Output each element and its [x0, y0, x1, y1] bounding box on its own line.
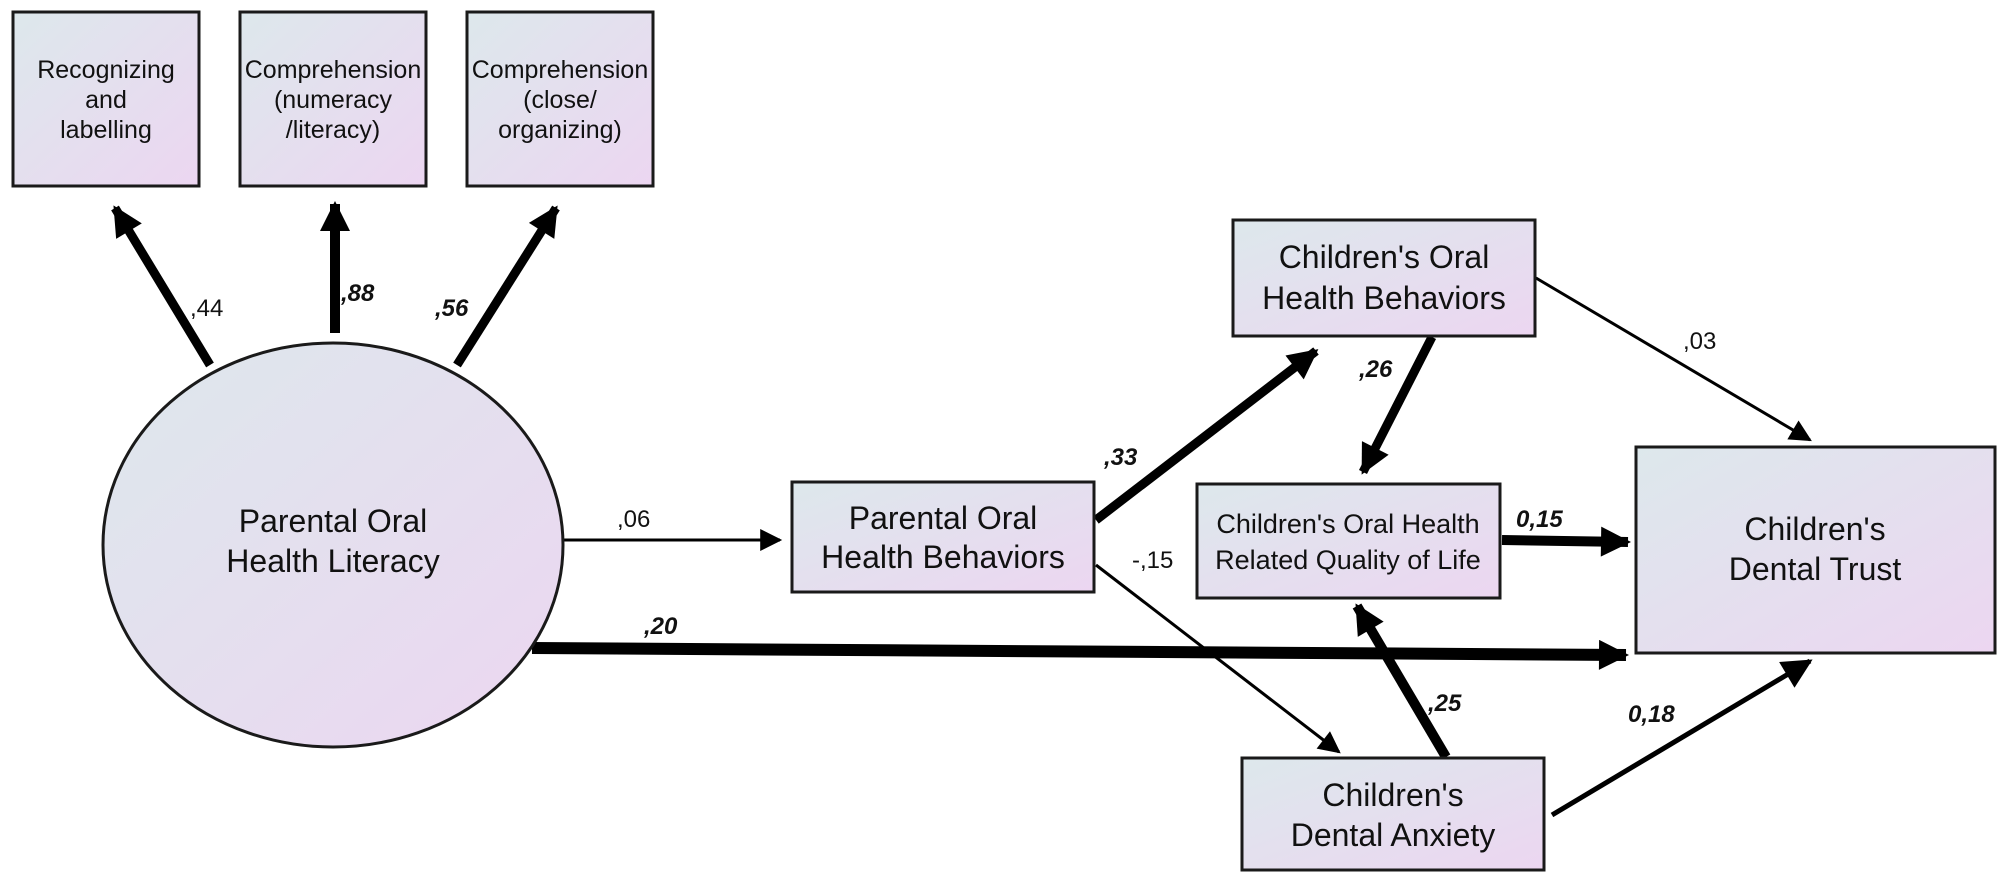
coef-parental-behaviors-to-anxiety: -,15	[1132, 547, 1173, 574]
edge-parental-behaviors-to-children-behaviors	[1093, 347, 1319, 524]
node-childrens-oral-health-behaviors: Children's Oral Health Behaviors	[1231, 218, 1537, 338]
edge-literacy-to-close	[453, 205, 560, 368]
node-childrens-dental-anxiety: Children's Dental Anxiety	[1240, 756, 1546, 872]
coef-anxiety-to-trust: 0,18	[1628, 701, 1675, 728]
node-label-line: Comprehension	[472, 56, 649, 84]
nodes: Recognizing and labelling Comprehension …	[11, 10, 1997, 872]
edge-children-behaviors-to-trust	[1535, 276, 1812, 442]
edge-anxiety-to-qol	[1352, 603, 1451, 760]
node-comprehension-close: Comprehension (close/ organizing)	[465, 10, 655, 188]
node-label-line: Children's Oral	[1279, 239, 1490, 275]
node-label-line: Health Literacy	[226, 543, 439, 579]
node-childrens-dental-trust: Children's Dental Trust	[1634, 445, 1997, 655]
node-label-line: Children's	[1322, 777, 1463, 813]
node-label-line: (close/	[523, 86, 597, 114]
node-label-line: (numeracy	[274, 86, 393, 114]
node-label-line: /literacy)	[286, 116, 380, 144]
edge-literacy-to-trust	[531, 639, 1629, 670]
coef-children-behaviors-to-qol: ,26	[1358, 356, 1393, 383]
node-label-line: Health Behaviors	[1262, 280, 1506, 316]
edge-anxiety-to-trust	[1550, 658, 1813, 818]
edges	[111, 201, 1813, 818]
node-label-line: and	[85, 86, 127, 114]
node-label-line: Parental Oral	[849, 500, 1038, 536]
edge-children-behaviors-to-qol	[1358, 334, 1437, 475]
node-label-line: Dental Trust	[1729, 551, 1902, 587]
node-label-line: Children's Oral Health	[1216, 509, 1479, 539]
node-comprehension-numeracy: Comprehension (numeracy /literacy)	[238, 10, 428, 188]
coef-parental-behaviors-to-children-behaviors: ,33	[1103, 444, 1138, 471]
coef-literacy-to-recognizing: ,44	[190, 295, 223, 322]
coef-literacy-to-parental-behaviors: ,06	[617, 506, 650, 533]
coef-literacy-to-trust: ,20	[643, 613, 678, 640]
edge-qol-to-trust	[1501, 526, 1631, 557]
node-label-line: Parental Oral	[239, 503, 428, 539]
coef-anxiety-to-qol: ,25	[1427, 690, 1462, 717]
node-label-line: organizing)	[498, 116, 622, 144]
node-label-line: Health Behaviors	[821, 539, 1065, 575]
node-label-line: Recognizing	[37, 56, 175, 84]
node-label-line: labelling	[60, 116, 152, 144]
coef-children-behaviors-to-trust: ,03	[1683, 328, 1716, 355]
node-label-line: Children's	[1744, 511, 1885, 547]
node-parental-oral-health-behaviors: Parental Oral Health Behaviors	[790, 480, 1096, 594]
edge-literacy-to-recognizing	[111, 205, 214, 368]
node-label-line: Comprehension	[245, 56, 422, 84]
path-coefficients: ,44 ,88 ,56 ,06 ,20 ,33 -,15 ,26 ,03 0,1…	[190, 280, 1716, 728]
coef-literacy-to-close: ,56	[434, 295, 469, 322]
node-label-line: Dental Anxiety	[1291, 817, 1496, 853]
node-recognizing-labelling: Recognizing and labelling	[11, 10, 201, 188]
edge-parental-behaviors-to-anxiety	[1095, 563, 1341, 754]
node-parental-oral-health-literacy: Parental Oral Health Literacy	[101, 341, 565, 749]
node-label-line: Related Quality of Life	[1215, 545, 1481, 575]
coef-qol-to-trust: 0,15	[1516, 506, 1563, 533]
coef-literacy-to-numeracy: ,88	[340, 280, 375, 307]
node-childrens-oral-health-qol: Children's Oral Health Related Quality o…	[1195, 482, 1502, 600]
